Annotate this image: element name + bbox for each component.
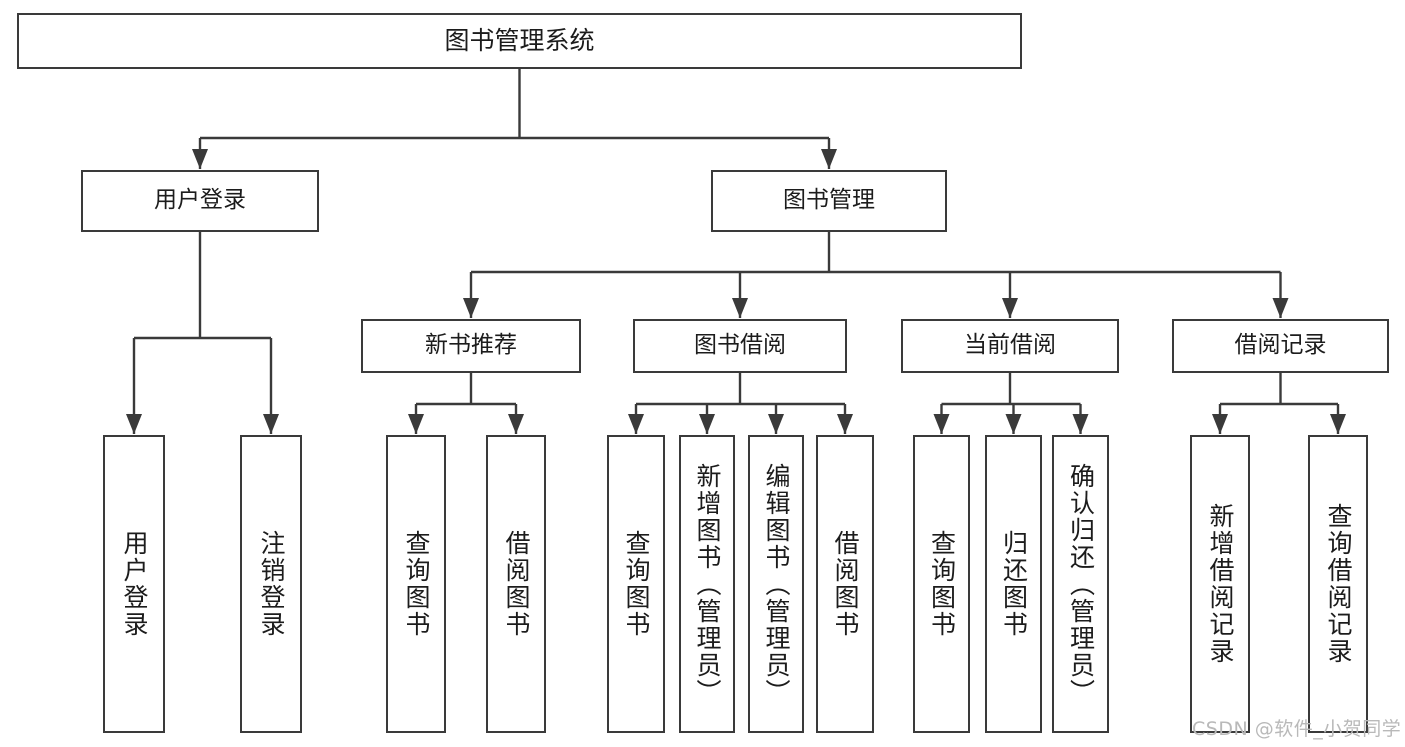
node-label: 借阅图书	[502, 530, 531, 638]
node-label: 用户登录	[154, 187, 246, 214]
node-leaf-cb-query[interactable]: 查询图书	[913, 435, 970, 733]
node-label: 查询图书	[402, 530, 431, 638]
node-label: 图书借阅	[694, 332, 786, 359]
node-label: 查询借阅记录	[1324, 503, 1353, 665]
node-root[interactable]: 图书管理系统	[17, 13, 1022, 69]
node-label: 归还图书	[999, 530, 1029, 638]
node-leaf-rec-borrow[interactable]: 借阅图书	[486, 435, 546, 733]
node-leaf-cb-return[interactable]: 归还图书	[985, 435, 1042, 733]
node-label: 新增图书（管理员）	[693, 462, 722, 706]
node-label: 图书管理	[783, 187, 875, 214]
node-book-borrow[interactable]: 图书借阅	[633, 319, 847, 373]
node-label: 编辑图书（管理员）	[762, 462, 791, 706]
node-leaf-bb-edit[interactable]: 编辑图书（管理员）	[748, 435, 804, 733]
node-leaf-user-login[interactable]: 用户登录	[103, 435, 165, 733]
node-leaf-bb-query[interactable]: 查询图书	[607, 435, 665, 733]
node-leaf-user-logout[interactable]: 注销登录	[240, 435, 302, 733]
node-new-book-rec[interactable]: 新书推荐	[361, 319, 581, 373]
node-label: 借阅记录	[1234, 332, 1327, 359]
node-label: 注销登录	[257, 530, 286, 638]
node-user-login[interactable]: 用户登录	[81, 170, 319, 232]
node-current-borrow[interactable]: 当前借阅	[901, 319, 1119, 373]
node-label: 新书推荐	[425, 332, 517, 359]
node-leaf-br-add[interactable]: 新增借阅记录	[1190, 435, 1250, 733]
node-leaf-rec-query[interactable]: 查询图书	[386, 435, 446, 733]
node-label: 借阅图书	[831, 530, 860, 638]
node-label: 查询图书	[622, 530, 651, 638]
node-label: 用户登录	[120, 530, 149, 638]
node-book-manage[interactable]: 图书管理	[711, 170, 947, 232]
node-leaf-bb-borrow[interactable]: 借阅图书	[816, 435, 874, 733]
node-label: 新增借阅记录	[1206, 503, 1235, 665]
node-leaf-bb-add[interactable]: 新增图书（管理员）	[679, 435, 735, 733]
watermark-text: CSDN @软件_小贺同学	[1192, 718, 1402, 740]
node-leaf-cb-confirm[interactable]: 确认归还（管理员）	[1052, 435, 1109, 733]
node-label: 当前借阅	[964, 332, 1056, 359]
node-leaf-br-query[interactable]: 查询借阅记录	[1308, 435, 1368, 733]
node-label: 图书管理系统	[444, 26, 595, 55]
node-borrow-record[interactable]: 借阅记录	[1172, 319, 1389, 373]
node-label: 查询图书	[927, 530, 957, 638]
node-label: 确认归还（管理员）	[1066, 462, 1096, 706]
